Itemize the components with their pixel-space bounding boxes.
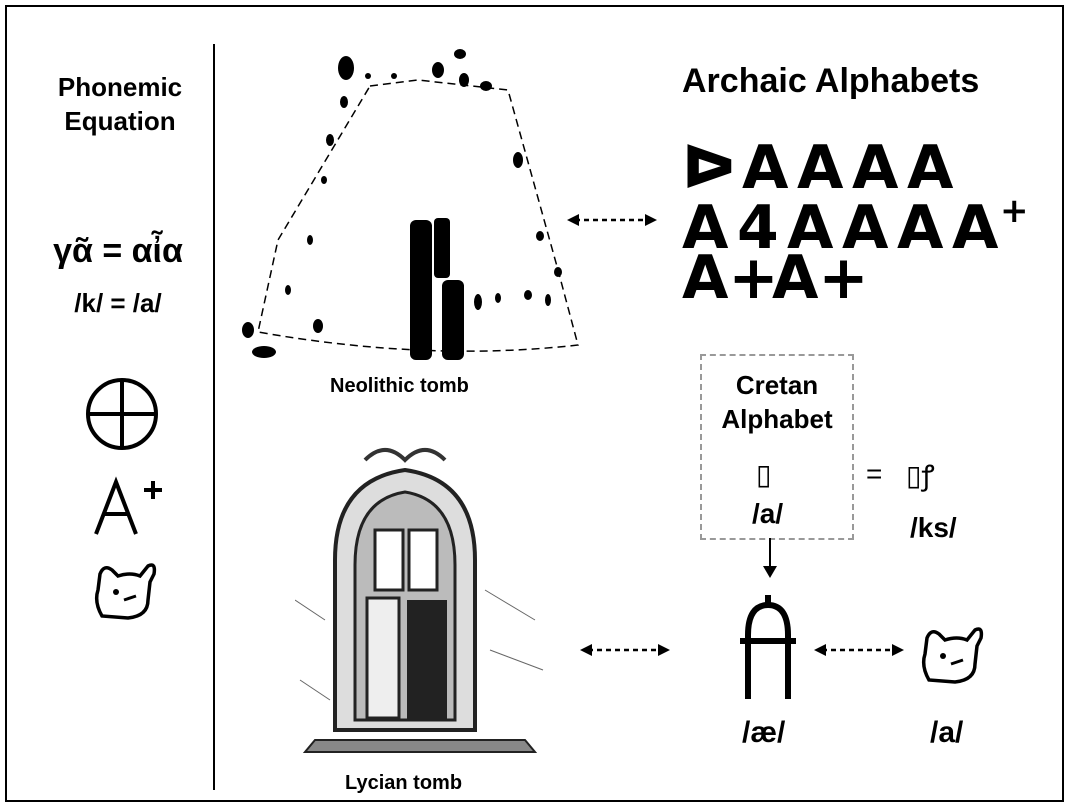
archaic-glyph: A [952, 193, 999, 263]
wheel-cross-icon [86, 378, 158, 450]
greek-equation: γᾶ = αἶα [53, 232, 183, 270]
down-arrow [763, 538, 777, 578]
bull-head-icon [94, 563, 157, 620]
cretan-sign-a: ▯ [756, 458, 772, 491]
archaic-glyph: A [787, 193, 834, 263]
cretan-alphabet-box [700, 354, 854, 540]
cretan-title-line-1: Cretan [735, 370, 819, 400]
lycian-caption: Lycian tomb [345, 772, 463, 794]
figure-frame [5, 5, 1064, 802]
archaic-glyph: A [742, 133, 789, 203]
archaic-glyph: ᐅ [682, 133, 736, 203]
title-line-2: Equation [64, 106, 176, 136]
archaic-glyph: A [852, 133, 899, 203]
divider-line [213, 44, 215, 790]
archaic-glyph: A+ [682, 243, 779, 310]
archaic-alphabets-title: Archaic Alphabets [682, 62, 980, 100]
phonemic-equation: /k/ = /a/ [74, 288, 162, 318]
a-plus-icon [94, 476, 162, 535]
archaic-glyph: A [842, 193, 889, 263]
archaic-glyph: A [797, 133, 844, 203]
bull-head-icon [921, 627, 984, 684]
archaic-glyphs: ᐅ A A A A A 4 A A A A + A+ A+ [682, 133, 1029, 310]
lycian-tomb-drawing [295, 420, 545, 760]
cretan-alphabet-title: Cretan Alphabet [700, 368, 854, 436]
ae-glyph-icon [740, 595, 796, 699]
double-arrow-bottom-left [580, 644, 670, 656]
equals-sign: = [866, 458, 883, 489]
archaic-glyph: A [907, 133, 954, 203]
cretan-sound-ks: /ks/ [910, 512, 957, 543]
archaic-glyph: 4 [737, 193, 779, 263]
archaic-glyph: A [682, 193, 729, 263]
double-arrow-top [567, 214, 657, 226]
a-sound: /a/ [930, 716, 964, 749]
ae-sound: /æ/ [742, 716, 786, 749]
phonemic-equation-title: Phonemic Equation [30, 70, 210, 138]
cretan-title-line-2: Alphabet [721, 404, 833, 434]
archaic-glyph: A+ [772, 243, 869, 310]
neolithic-tomb-drawing [242, 49, 579, 360]
double-arrow-bottom-right [814, 644, 904, 656]
cretan-sign-ks: ▯ꝭ [906, 459, 935, 492]
cretan-sound-a: /a/ [752, 498, 784, 529]
archaic-glyph: + [1000, 191, 1029, 231]
archaic-glyph: A [897, 193, 944, 263]
neolithic-caption: Neolithic tomb [330, 375, 469, 397]
title-line-1: Phonemic [57, 72, 183, 102]
